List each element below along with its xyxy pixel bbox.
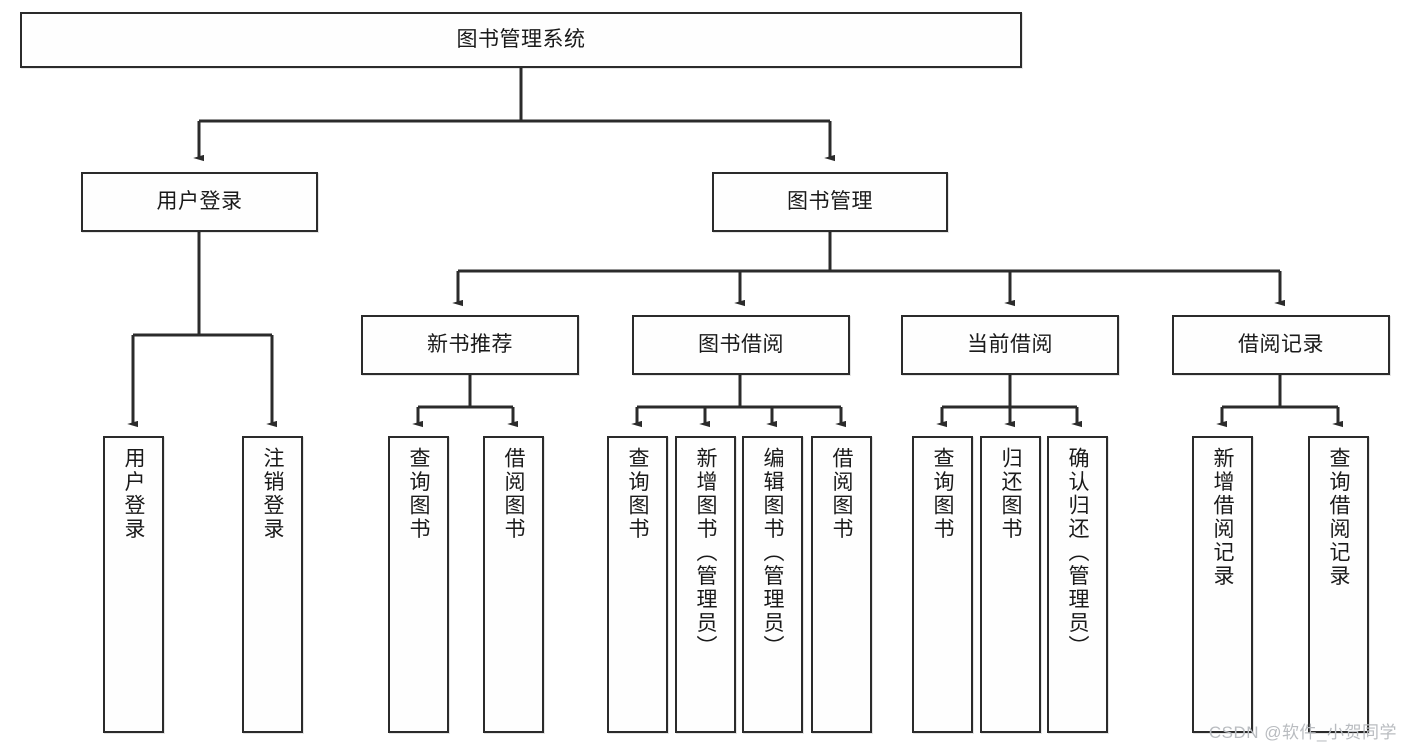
node-root[interactable]: 图书管理系统 [20, 12, 1022, 68]
node-leaf-confirm-return[interactable]: 确认归还（管理员） [1047, 436, 1108, 733]
node-leaf-query-book-3[interactable]: 查询图书 [912, 436, 973, 733]
node-leaf-user-login[interactable]: 用户登录 [103, 436, 164, 733]
node-leaf-edit-book[interactable]: 编辑图书（管理员） [742, 436, 803, 733]
node-leaf-add-book[interactable]: 新增图书（管理员） [675, 436, 736, 733]
node-leaf-logout-login-label: 注销登录 [261, 447, 284, 541]
node-leaf-query-book-2-label: 查询图书 [626, 447, 649, 541]
node-user-login-label: 用户登录 [156, 190, 243, 214]
node-root-label: 图书管理系统 [456, 28, 586, 52]
node-book-management-label: 图书管理 [787, 190, 873, 214]
node-leaf-edit-book-label: 编辑图书（管理员） [761, 447, 784, 659]
node-book-management[interactable]: 图书管理 [712, 172, 948, 232]
node-leaf-borrow-book-2[interactable]: 借阅图书 [811, 436, 872, 733]
node-leaf-query-book-3-label: 查询图书 [931, 447, 954, 541]
node-user-login[interactable]: 用户登录 [81, 172, 318, 232]
node-leaf-return-book-label: 归还图书 [999, 447, 1022, 541]
node-leaf-confirm-return-label: 确认归还（管理员） [1066, 447, 1089, 659]
node-new-book-recommend[interactable]: 新书推荐 [361, 315, 579, 375]
node-leaf-query-borrow-record[interactable]: 查询借阅记录 [1308, 436, 1369, 733]
node-leaf-query-book-1[interactable]: 查询图书 [388, 436, 449, 733]
node-new-book-recommend-label: 新书推荐 [427, 333, 513, 357]
node-current-borrow-label: 当前借阅 [967, 333, 1053, 357]
node-leaf-borrow-book-1[interactable]: 借阅图书 [483, 436, 544, 733]
node-leaf-borrow-book-1-label: 借阅图书 [502, 447, 525, 541]
csdn-watermark: CSDN @软件_小贺同学 [1208, 723, 1397, 742]
node-book-borrow[interactable]: 图书借阅 [632, 315, 850, 375]
node-leaf-query-book-1-label: 查询图书 [407, 447, 430, 541]
node-leaf-add-book-label: 新增图书（管理员） [694, 447, 717, 659]
node-leaf-query-borrow-record-label: 查询借阅记录 [1327, 447, 1350, 588]
node-book-borrow-label: 图书借阅 [698, 333, 784, 357]
node-leaf-add-borrow-record-label: 新增借阅记录 [1211, 447, 1234, 588]
node-leaf-logout-login[interactable]: 注销登录 [242, 436, 303, 733]
node-current-borrow[interactable]: 当前借阅 [901, 315, 1119, 375]
node-leaf-borrow-book-2-label: 借阅图书 [830, 447, 853, 541]
node-borrow-record[interactable]: 借阅记录 [1172, 315, 1390, 375]
node-leaf-return-book[interactable]: 归还图书 [980, 436, 1041, 733]
node-leaf-query-book-2[interactable]: 查询图书 [607, 436, 668, 733]
node-borrow-record-label: 借阅记录 [1238, 333, 1324, 357]
node-leaf-user-login-label: 用户登录 [122, 447, 145, 541]
node-leaf-add-borrow-record[interactable]: 新增借阅记录 [1192, 436, 1253, 733]
